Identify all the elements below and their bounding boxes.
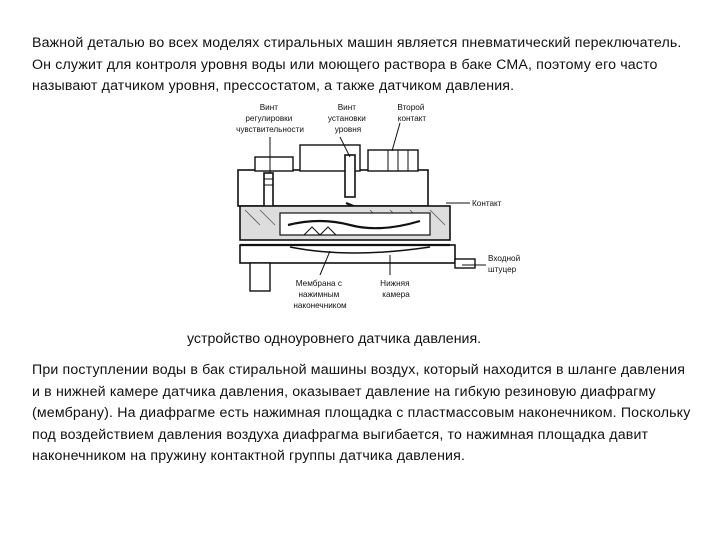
membrane-label: Мембрана с нажимным наконечником bbox=[293, 279, 347, 310]
sensitivity-screw-label: Винт регулировки чувствительности bbox=[236, 103, 304, 134]
contact-label: Контакт bbox=[472, 199, 502, 208]
pressure-sensor-diagram: Винт регулировки чувствительности Винт у… bbox=[236, 103, 522, 310]
intro-paragraph: Важной деталью во всех моделях стиральны… bbox=[32, 35, 682, 94]
body-paragraph: При поступлении воды в бак стиральной ма… bbox=[32, 362, 691, 464]
lower-chamber-label: Нижняя камера bbox=[380, 279, 412, 299]
level-screw-label: Винт установки уровня bbox=[328, 103, 368, 134]
membrane-and-lower-chamber bbox=[239, 243, 476, 292]
diagram-caption: устройство одноуровнего датчика давления… bbox=[187, 331, 482, 347]
second-contact-label: Второй контакт bbox=[397, 103, 426, 123]
sensor-mid-body bbox=[239, 205, 451, 241]
inlet-label: Входной штуцер bbox=[488, 254, 522, 274]
